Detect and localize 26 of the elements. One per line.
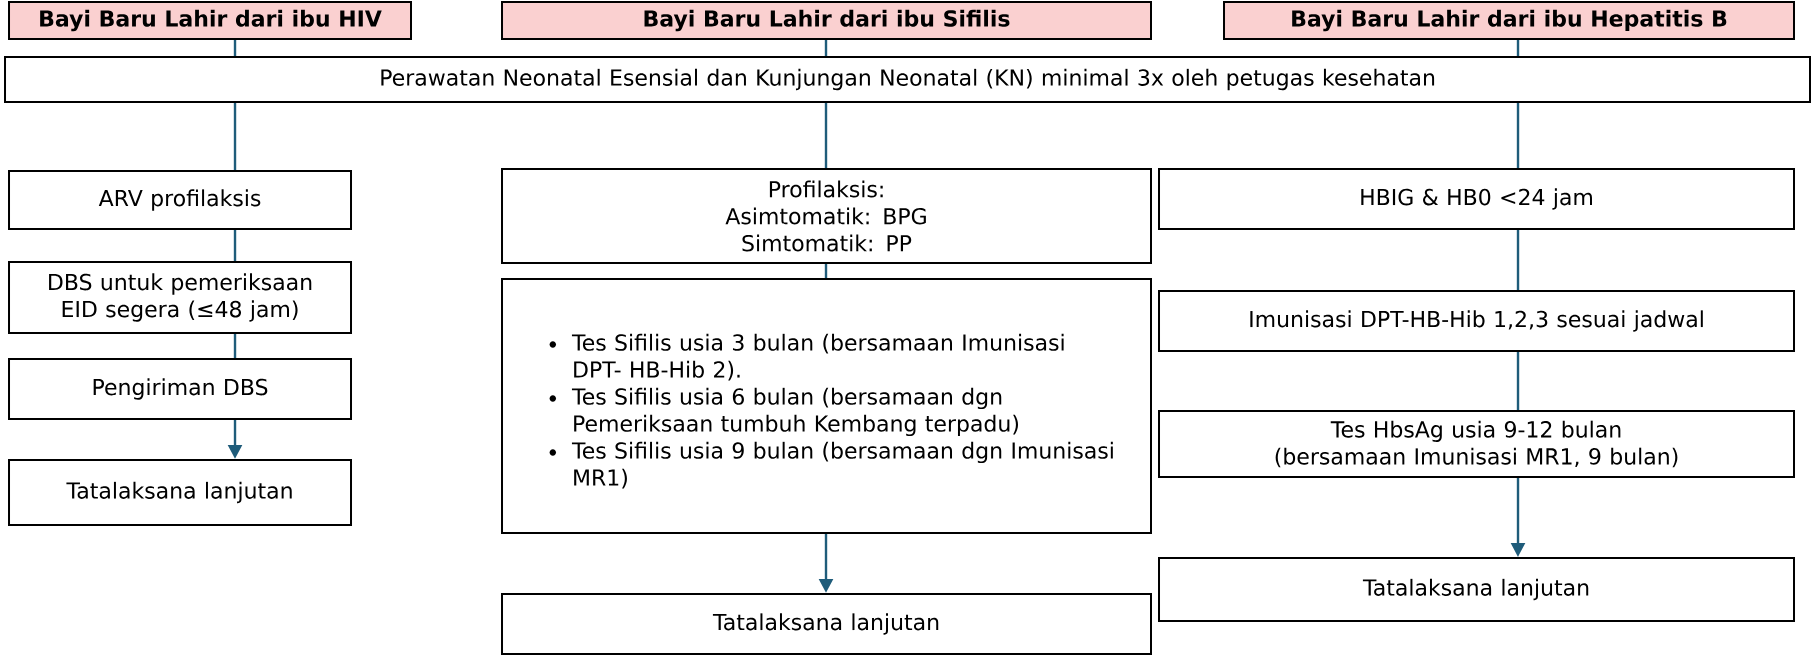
connector-line bbox=[1516, 352, 1520, 410]
connector-line bbox=[233, 230, 237, 261]
process-box: Pengiriman DBS bbox=[8, 358, 352, 420]
process-box: DBS untuk pemeriksaan EID segera (≤48 jam) bbox=[8, 261, 352, 334]
connector-line bbox=[233, 334, 237, 358]
process-box: Imunisasi DPT-HB-Hib 1,2,3 sesuai jadwal bbox=[1158, 290, 1795, 352]
process-box: Tatalaksana lanjutan bbox=[1158, 557, 1795, 622]
connector-line bbox=[1516, 103, 1520, 168]
connector-line bbox=[233, 103, 237, 170]
process-box: Tes HbsAg usia 9-12 bulan (bersamaan Imunisasi MR1, 9 bulan) bbox=[1158, 410, 1795, 478]
list-box: Tes Sifilis usia 3 bulan (bersamaan Imunisasi DPT- HB-Hib 2). Tes Sifilis usia 6 bulan (bersamaan dgn Pemeriksaan tumbuh Kembang terpadu) Tes Sifilis usia 9 bulan (bersamaan dgn Imunisasi MR1) bbox=[501, 278, 1152, 534]
process-box: HBIG & HB0 <24 jam bbox=[1158, 168, 1795, 230]
process-box: ARV profilaksis bbox=[8, 170, 352, 230]
header-box: Bayi Baru Lahir dari ibu Sifilis bbox=[501, 1, 1152, 40]
connector-line bbox=[824, 264, 828, 278]
connector-line bbox=[1516, 40, 1520, 56]
header-box: Bayi Baru Lahir dari ibu Hepatitis B bbox=[1223, 1, 1795, 40]
connector-line bbox=[824, 103, 828, 168]
process-box: Perawatan Neonatal Esensial dan Kunjungan Neonatal (KN) minimal 3x oleh petugas kesehatan bbox=[4, 56, 1811, 103]
connector-line bbox=[233, 40, 237, 56]
process-box: Profilaksis: Asimtomatik: BPG Simtomatik: PP bbox=[501, 168, 1152, 264]
connector-line bbox=[1516, 230, 1520, 290]
connector-line bbox=[824, 40, 828, 56]
process-box: Tatalaksana lanjutan bbox=[8, 459, 352, 526]
process-box: Tatalaksana lanjutan bbox=[501, 593, 1152, 655]
header-box: Bayi Baru Lahir dari ibu HIV bbox=[8, 1, 412, 40]
